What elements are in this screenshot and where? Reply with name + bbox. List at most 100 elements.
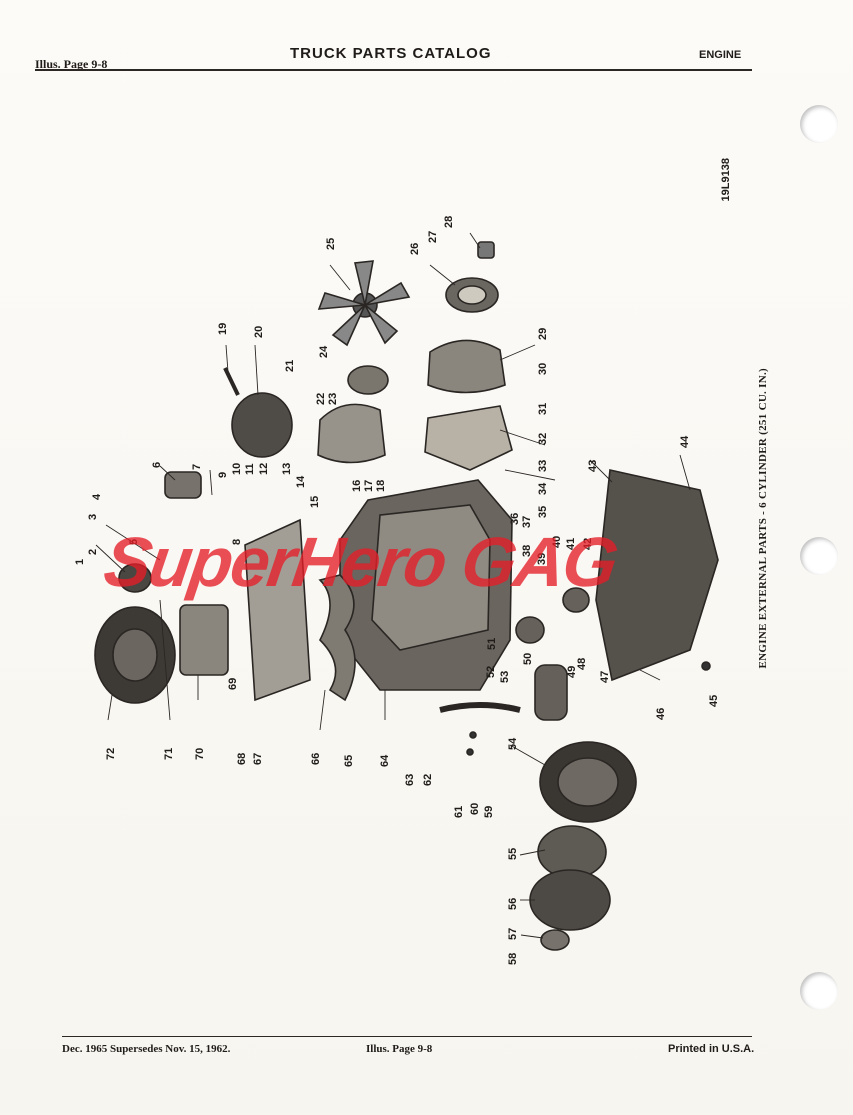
timing-cover-part (427, 339, 506, 394)
callout-54: 54 (507, 737, 519, 750)
binder-hole-top (800, 105, 838, 143)
manifold-part (318, 574, 356, 702)
callout-68: 68 (236, 753, 248, 765)
callout-36: 36 (509, 513, 521, 525)
callout-20: 20 (253, 326, 265, 338)
callout-30: 30 (537, 363, 549, 375)
callout-46: 46 (655, 708, 667, 720)
bearing-part (540, 929, 570, 951)
callout-7: 7 (191, 464, 203, 470)
figure-number: 19L9138 (720, 158, 732, 202)
carburetor-part (179, 604, 229, 676)
callout-38: 38 (521, 545, 533, 557)
pump-part (562, 587, 590, 613)
callout-8: 8 (231, 539, 243, 545)
callout-62: 62 (422, 774, 434, 786)
callout-25: 25 (325, 238, 337, 250)
callout-61: 61 (453, 806, 465, 818)
callout-35: 35 (537, 506, 549, 518)
callout-47: 47 (599, 671, 611, 683)
callout-48: 48 (576, 658, 588, 670)
callout-19: 19 (217, 323, 229, 335)
callout-59: 59 (483, 806, 495, 818)
header-section: ENGINE (699, 49, 742, 61)
callout-18: 18 (375, 480, 387, 492)
callout-45: 45 (708, 695, 720, 707)
callout-4: 4 (91, 493, 103, 500)
callout-41: 41 (565, 538, 577, 550)
callout-49: 49 (566, 666, 578, 678)
callout-60: 60 (469, 803, 481, 815)
cap-part (477, 241, 495, 259)
callout-23: 23 (327, 393, 339, 405)
binder-hole-bottom (800, 972, 838, 1010)
callout-5: 5 (128, 539, 140, 545)
fan-blade-part (317, 260, 411, 347)
callout-67: 67 (252, 753, 264, 765)
figure-title: ENGINE EXTERNAL PARTS - 6 CYLINDER (251 … (757, 368, 769, 669)
callout-26: 26 (409, 243, 421, 255)
callout-55: 55 (507, 848, 519, 860)
callout-56: 56 (507, 898, 519, 910)
hub-part (347, 365, 389, 395)
callout-57: 57 (507, 928, 519, 940)
footer-printed: Printed in U.S.A. (668, 1043, 755, 1055)
distributor-part (534, 664, 568, 721)
rocker-cover-part (244, 518, 311, 702)
callout-16: 16 (351, 480, 363, 492)
callout-44: 44 (679, 435, 691, 448)
callout-37: 37 (521, 516, 533, 528)
callout-24: 24 (318, 345, 330, 358)
callout-13: 13 (281, 463, 293, 475)
callout-14: 14 (295, 475, 307, 488)
header-title: TRUCK PARTS CATALOG (290, 45, 492, 62)
callout-21: 21 (284, 360, 296, 372)
coil-part (118, 563, 152, 593)
callout-27: 27 (427, 231, 439, 243)
callout-29: 29 (537, 328, 549, 340)
header-page-ref: Illus. Page 9-8 (35, 57, 108, 71)
callout-3: 3 (87, 514, 99, 520)
callout-40: 40 (551, 536, 563, 548)
footer-date: Dec. 1965 Supersedes Nov. 15, 1962. (62, 1043, 231, 1055)
oil-pan-part (595, 469, 719, 682)
callout-22: 22 (315, 393, 327, 405)
watermark-text: SuperHero GAG (99, 523, 622, 601)
pressure-plate-part (529, 869, 611, 931)
footer-rule (62, 1036, 752, 1037)
generator-part (231, 392, 293, 458)
callout-33: 33 (537, 460, 549, 472)
callout-52: 52 (485, 666, 497, 678)
callout-71: 71 (163, 748, 175, 760)
callout-31: 31 (537, 403, 549, 415)
callout-9: 9 (217, 472, 229, 478)
bracket-part (223, 367, 240, 396)
callout-34: 34 (537, 482, 549, 495)
callout-28: 28 (443, 216, 455, 228)
callout-10: 10 (231, 463, 243, 475)
callout-12: 12 (258, 463, 270, 475)
callout-42: 42 (582, 538, 594, 550)
callout-11: 11 (244, 463, 256, 475)
callout-63: 63 (404, 774, 416, 786)
callout-58: 58 (507, 953, 519, 965)
callout-72: 72 (105, 748, 117, 760)
binder-hole-middle (800, 537, 838, 575)
callout-17: 17 (363, 480, 375, 492)
callout-1: 1 (74, 559, 86, 565)
callout-51: 51 (486, 638, 498, 650)
callout-15: 15 (309, 496, 321, 508)
gasket-part (424, 405, 513, 471)
callout-69: 69 (227, 678, 239, 690)
callout-66: 66 (310, 753, 322, 765)
callout-64: 64 (379, 754, 391, 767)
callout-50: 50 (522, 653, 534, 665)
callout-2: 2 (87, 549, 99, 555)
callout-70: 70 (194, 748, 206, 760)
footer-page-ref: Illus. Page 9-8 (366, 1043, 433, 1055)
callout-39: 39 (536, 553, 548, 565)
water-pump-part (317, 403, 386, 464)
callout-32: 32 (537, 433, 549, 445)
